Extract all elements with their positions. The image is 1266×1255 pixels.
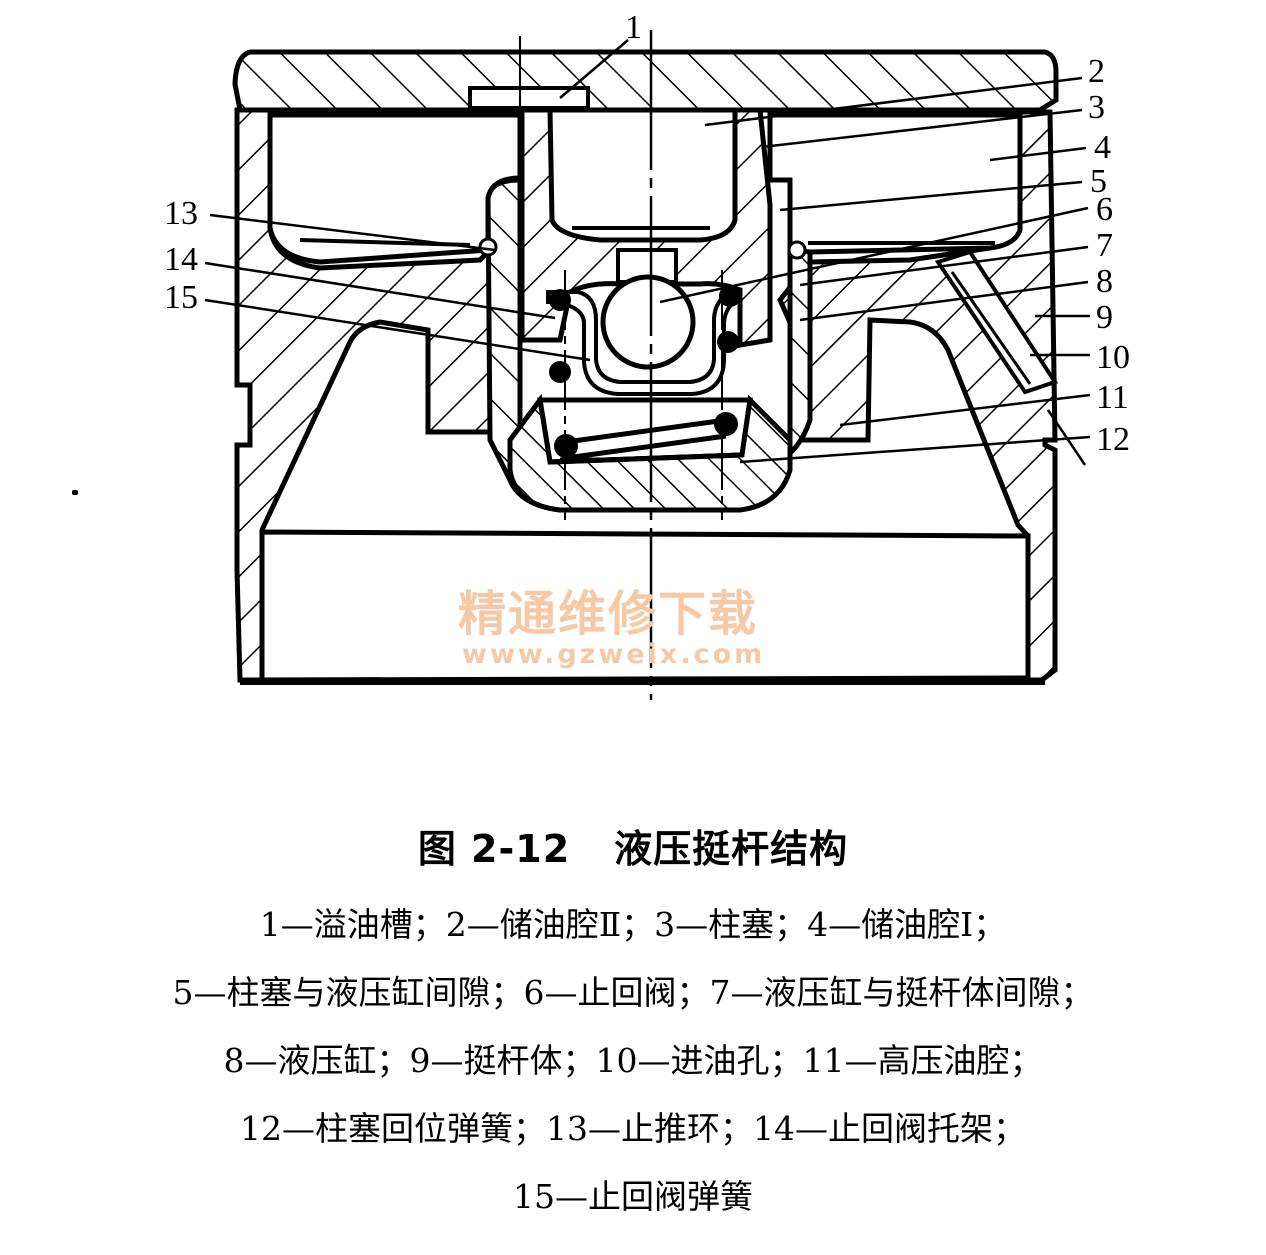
callout-2: 2 [1088,53,1105,90]
watermark-url: www.gzweix.com [462,639,765,670]
legend-line: 12—柱塞回位弹簧；13—止推环；14—止回阀托架； [240,1109,1026,1148]
figure-title: 图 2-12 液压挺杆结构 [0,818,1266,873]
legend-line: 5—柱塞与液压缸间隙；6—止回阀；7—液压缸与挺杆体间隙； [172,973,1094,1012]
figure-title-text: 液压挺杆结构 [614,827,849,871]
legend-line: 15—止回阀弹簧 [513,1177,753,1216]
reservoir-2-cavity [547,107,738,243]
scan-speck [72,490,78,495]
callout-13: 13 [164,195,198,232]
leader-lines [204,39,1091,466]
tappet-body-right [777,109,1058,683]
callout-7: 7 [1096,227,1113,264]
callout-6: 6 [1096,191,1113,228]
legend-line: 8—液压缸；9—挺杆体；10—进油孔；11—高压油腔； [223,1041,1043,1080]
callout-12: 12 [1096,421,1130,458]
callout-15: 15 [164,279,198,316]
overflow-groove [468,86,590,110]
callout-8: 8 [1096,263,1113,300]
thrust-ring-left [478,237,498,257]
check-valve-ball [600,274,696,370]
reservoir-1-cavity [767,112,1023,255]
lower-cavity [259,529,1031,683]
hydraulic-tappet-diagram: 1 2 3 4 5 6 7 8 9 10 11 12 13 14 15 精通维修… [164,9,1130,700]
callout-11: 11 [1096,379,1129,416]
oil-inlet-hole [934,249,1059,395]
callout-5: 5 [1090,163,1107,200]
watermark-text: 精通维修下载 [458,586,758,642]
callout-4: 4 [1094,129,1111,166]
figure-caption: 图 2-12 液压挺杆结构 1—溢油槽；2—储油腔Ⅱ；3—柱塞；4—储油腔Ⅰ； 5… [0,818,1266,1231]
top-cap [232,49,1059,113]
callout-1: 1 [625,9,642,46]
callout-14: 14 [164,241,198,278]
callout-3: 3 [1088,89,1105,126]
callout-9: 9 [1096,299,1113,336]
figure-number: 图 2-12 [417,827,571,871]
legend-line: 1—溢油槽；2—储油腔Ⅱ；3—柱塞；4—储油腔Ⅰ； [259,905,1007,944]
thrust-ring-right [787,240,807,260]
check-valve-spring-coil [549,289,571,311]
callout-10: 10 [1096,339,1130,376]
